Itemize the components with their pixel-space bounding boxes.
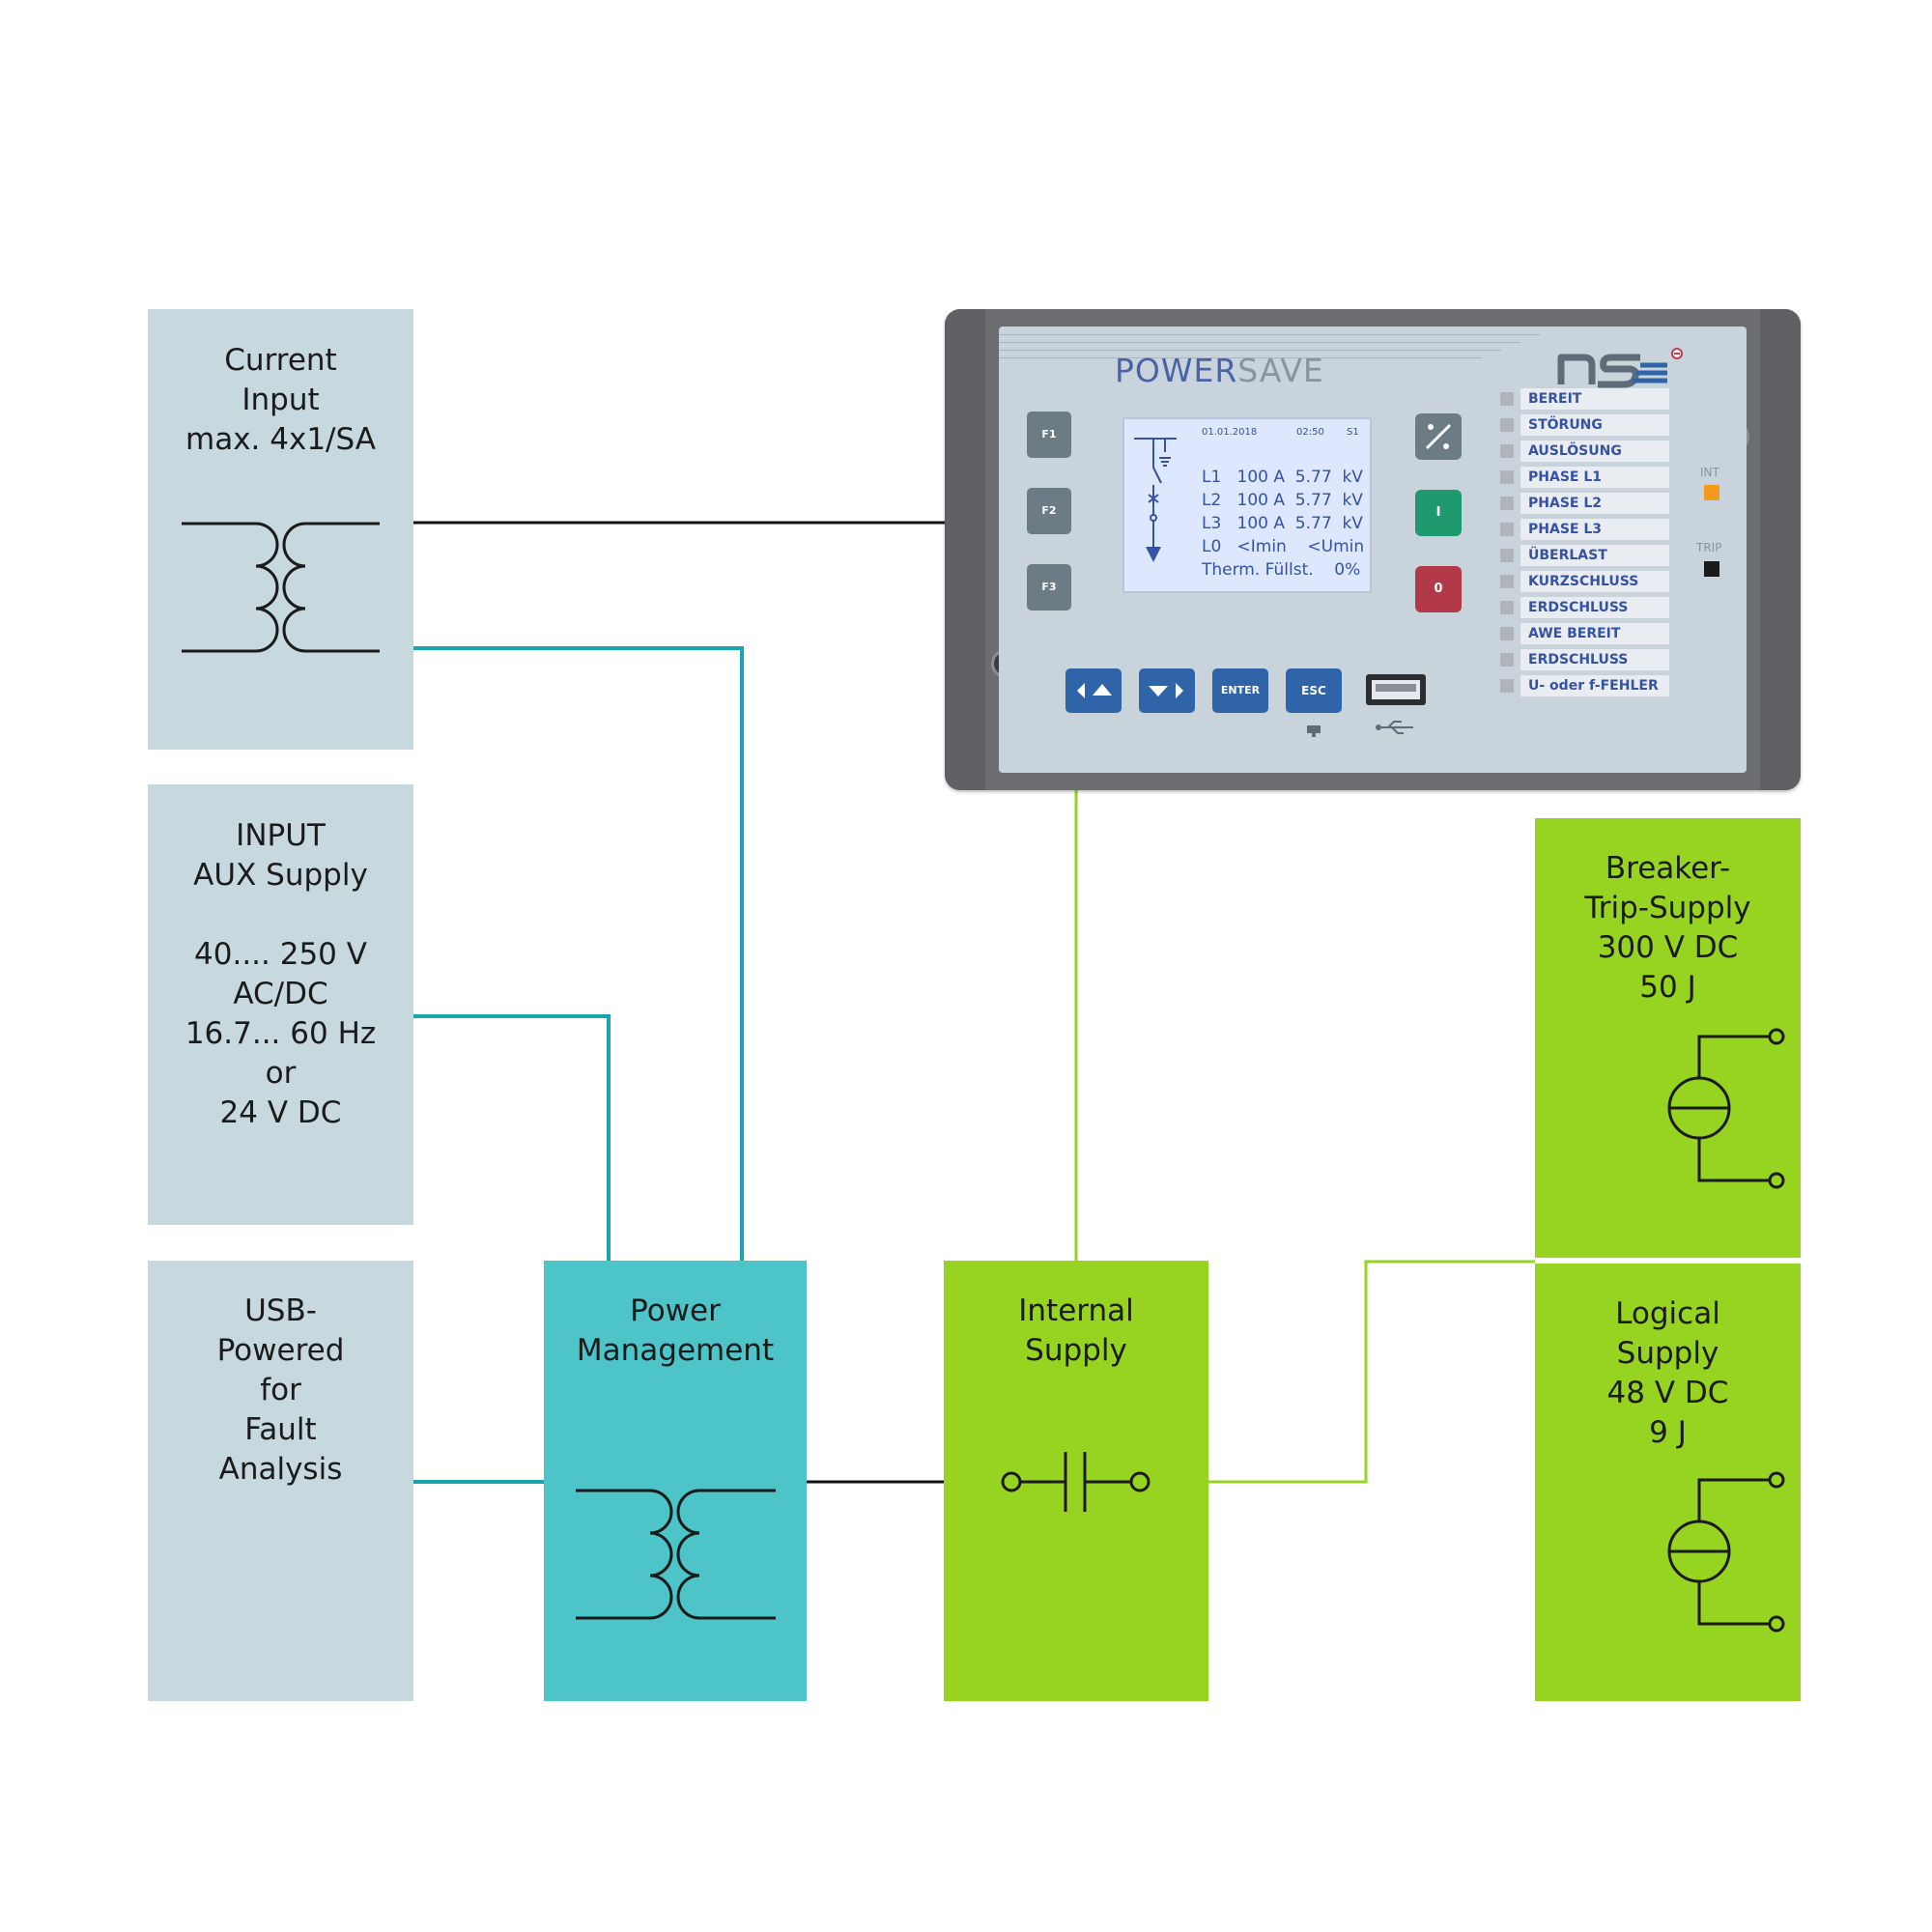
down-right-button[interactable] [1139, 668, 1195, 713]
status-led [1500, 523, 1514, 536]
status-led [1500, 679, 1514, 693]
logical-supply-block: Logical Supply 48 V DC 9 J [1535, 1264, 1801, 1701]
transformer-symbol-icon [182, 522, 380, 653]
lcd-row: Therm. Füllst. 0% [1202, 560, 1361, 580]
breaker-trip-supply-block: Breaker- Trip-Supply 300 V DC 50 J [1535, 818, 1801, 1258]
aux-supply-label: INPUT AUX Supply 40.... 250 V AC/DC 16.7… [185, 818, 377, 1130]
trip-label: TRIP [1696, 541, 1722, 554]
lcd-date: 01.01.2018 [1202, 427, 1258, 438]
lcd-display: 01.01.2018 02:50 S1 [1122, 417, 1372, 593]
aux-to-power-wire [413, 1014, 611, 1261]
current-input-label: Current Input max. 4x1/SA [185, 343, 376, 457]
device-right-rail [1760, 309, 1801, 790]
status-led [1500, 653, 1514, 667]
status-led [1500, 392, 1514, 406]
open-off-button[interactable]: 0 [1415, 566, 1462, 612]
int-led [1704, 485, 1719, 500]
single-line-diagram-icon [1134, 438, 1177, 562]
device-left-rail [945, 309, 985, 790]
status-led [1500, 470, 1514, 484]
status-led [1500, 601, 1514, 614]
current-source-symbol-icon [1667, 1028, 1785, 1189]
ns-logo-icon [1557, 348, 1683, 388]
capacitor-symbol-icon [1001, 1452, 1151, 1512]
status-label: PHASE L2 [1520, 493, 1669, 514]
internal-supply-label: Internal Supply [1018, 1293, 1134, 1368]
breaker-trip-supply-label: Breaker- Trip-Supply 300 V DC 50 J [1584, 851, 1751, 1005]
status-label: BEREIT [1520, 388, 1669, 410]
status-label: PHASE L1 [1520, 467, 1669, 488]
logical-supply-label: Logical Supply 48 V DC 9 J [1606, 1296, 1729, 1450]
lcd-time: 02:50 [1296, 427, 1324, 438]
power-management-label: Power Management [576, 1293, 775, 1368]
status-label: ERDSCHLUSS [1520, 597, 1669, 618]
remote-local-icon [1425, 423, 1452, 450]
status-led [1500, 418, 1514, 432]
down-right-arrows-icon [1149, 683, 1183, 698]
usb-powered-label: USB- Powered for Fault Analysis [216, 1293, 345, 1487]
trip-led [1704, 561, 1719, 577]
brand-save: SAVE [1237, 352, 1324, 389]
status-led [1500, 627, 1514, 640]
lcd-page: S1 [1347, 427, 1359, 438]
usb-powered-block: USB- Powered for Fault Analysis [148, 1261, 413, 1701]
f1-button[interactable]: F1 [1027, 412, 1071, 458]
decor-stripe [999, 342, 1520, 343]
status-label: STÖRUNG [1520, 414, 1669, 436]
brand-power: POWER [1115, 352, 1238, 389]
power-management-block: Power Management [544, 1261, 807, 1701]
usb-symbol-icon [1376, 721, 1413, 734]
close-on-button[interactable]: I [1415, 490, 1462, 536]
left-up-button[interactable] [1065, 668, 1122, 713]
current-source-symbol-icon [1667, 1471, 1785, 1633]
internal-to-supplies-wire [1208, 1260, 1535, 1484]
powersave-device-panel: POWERSAVE F1 F2 F3 01.01.2018 02:50 S1 [945, 309, 1801, 790]
f2-button[interactable]: F2 [1027, 488, 1071, 534]
aux-supply-input-block: INPUT AUX Supply 40.... 250 V AC/DC 16.7… [148, 784, 413, 1225]
powersave-brand: POWERSAVE [1115, 352, 1324, 389]
enter-button[interactable]: ENTER [1212, 668, 1268, 713]
status-label: AWE BEREIT [1520, 623, 1669, 644]
status-label: KURZSCHLUSS [1520, 571, 1669, 592]
f3-button[interactable]: F3 [1027, 564, 1071, 611]
int-label: INT [1700, 466, 1719, 479]
status-led [1500, 549, 1514, 562]
remote-local-button[interactable] [1415, 413, 1462, 460]
left-up-arrows-icon [1077, 683, 1112, 698]
device-front-face: POWERSAVE F1 F2 F3 01.01.2018 02:50 S1 [999, 327, 1747, 773]
internal-supply-block: Internal Supply [944, 1261, 1208, 1701]
status-led [1500, 444, 1514, 458]
status-label: AUSLÖSUNG [1520, 440, 1669, 462]
status-led [1500, 575, 1514, 588]
status-label: ÜBERLAST [1520, 545, 1669, 566]
screen-icon [1307, 725, 1321, 737]
status-label: ERDSCHLUSS [1520, 649, 1669, 670]
transformer-symbol-icon [576, 1489, 776, 1620]
current-input-block: Current Input max. 4x1/SA [148, 309, 413, 750]
decor-stripe [999, 350, 1501, 351]
decor-stripe [999, 357, 1482, 358]
lcd-row: L2 100 A 5.77 kV [1202, 491, 1363, 510]
lcd-row: L1 100 A 5.77 kV [1202, 468, 1363, 487]
lcd-row: L0 <Imin <Umin [1202, 537, 1365, 556]
esc-button[interactable]: ESC [1286, 668, 1342, 713]
status-led [1500, 497, 1514, 510]
usb-port-icon[interactable] [1364, 670, 1428, 709]
decor-stripe [999, 334, 1540, 335]
lcd-row: L3 100 A 5.77 kV [1202, 514, 1363, 533]
current-to-power-wire [413, 646, 744, 1261]
status-label: PHASE L3 [1520, 519, 1669, 540]
status-label: U- oder f-FEHLER [1520, 675, 1669, 696]
